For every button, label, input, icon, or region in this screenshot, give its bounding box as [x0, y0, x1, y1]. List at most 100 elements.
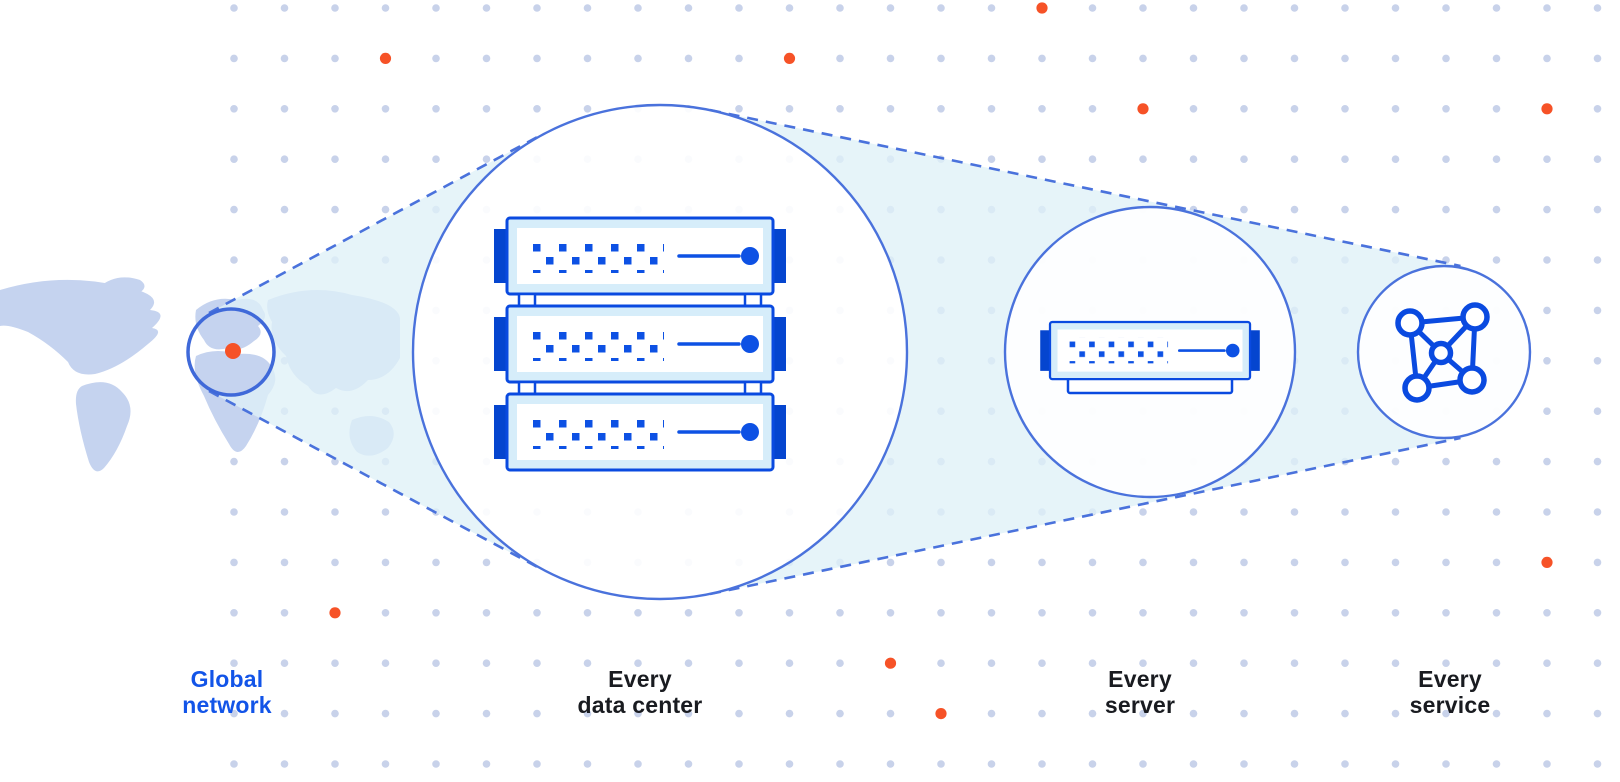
grid-dot	[432, 155, 440, 163]
grid-dot	[1189, 558, 1198, 567]
grid-dot	[1240, 659, 1248, 667]
grid-dot	[1189, 659, 1198, 667]
grid-dot	[1543, 457, 1551, 466]
grid-dot	[1593, 609, 1602, 617]
grid-dot	[432, 4, 440, 12]
grid-dot	[1088, 4, 1097, 12]
server-rack	[492, 216, 788, 472]
grid-dot	[432, 609, 440, 617]
grid-dot	[381, 155, 390, 163]
grid-dot	[1290, 609, 1299, 617]
grid-dot	[1189, 54, 1198, 63]
grid-dot	[684, 609, 693, 617]
grid-dot	[280, 105, 289, 113]
grid-dot	[1038, 709, 1046, 718]
grid-dot	[1290, 709, 1299, 718]
zoom-tangent-line-bottom-right	[709, 436, 1461, 596]
grid-dot	[1492, 105, 1501, 113]
grid-dot	[1593, 54, 1602, 63]
grid-dot	[886, 558, 895, 567]
grid-dot	[1038, 105, 1046, 113]
grid-dot	[735, 709, 743, 718]
grid-dot	[1088, 558, 1097, 567]
grid-dot	[886, 609, 895, 617]
grid-dot	[482, 709, 491, 718]
grid-dot	[1442, 609, 1450, 617]
grid-dot	[1240, 155, 1248, 163]
label-line: Every	[1418, 666, 1482, 692]
grid-dot	[583, 609, 592, 617]
grid-dot	[583, 54, 592, 63]
grid-dot	[987, 4, 996, 12]
grid-dot	[331, 105, 339, 113]
grid-dot	[1442, 508, 1450, 516]
grid-dot	[684, 709, 693, 718]
grid-dot	[1038, 558, 1046, 567]
accent-orange-dot	[1541, 556, 1553, 569]
grid-dot	[735, 609, 743, 617]
grid-dot	[1290, 4, 1299, 12]
grid-dot	[1593, 256, 1602, 264]
grid-dot	[280, 256, 289, 264]
accent-orange-dot	[783, 52, 796, 64]
grid-dot	[785, 4, 794, 12]
grid-dot	[1391, 709, 1400, 718]
grid-dot	[634, 4, 642, 12]
grid-dot	[482, 105, 491, 113]
zoom-cone-left	[209, 134, 543, 570]
grid-dot	[1240, 54, 1248, 63]
accent-orange-dot	[1137, 103, 1149, 115]
grid-dot	[482, 760, 491, 768]
grid-dot	[886, 54, 895, 63]
grid-dot	[1391, 659, 1400, 667]
grid-dot	[1139, 760, 1147, 768]
grid-dot	[1088, 760, 1097, 768]
grid-dot	[1492, 709, 1501, 718]
grid-dot	[230, 508, 238, 516]
grid-dot	[1240, 609, 1248, 617]
accent-orange-dot	[1036, 2, 1048, 14]
grid-dot	[381, 760, 390, 768]
grid-dot	[1189, 709, 1198, 718]
grid-dot	[533, 760, 541, 768]
grid-dot	[1442, 54, 1450, 63]
grid-dot	[331, 508, 339, 516]
grid-dot	[1341, 659, 1349, 667]
grid-dot	[1038, 609, 1046, 617]
grid-dot	[785, 609, 794, 617]
grid-dot	[1240, 709, 1248, 718]
grid-dot	[1442, 760, 1450, 768]
grid-dot	[735, 659, 743, 667]
grid-dot	[280, 760, 289, 768]
grid-dot	[1341, 4, 1349, 12]
grid-dot	[331, 558, 339, 567]
grid-dot	[1593, 659, 1602, 667]
grid-dot	[937, 659, 945, 667]
grid-dot	[1391, 4, 1400, 12]
grid-dot	[230, 760, 238, 768]
grid-dot	[886, 105, 895, 113]
zoom-tangent-line-top-left	[208, 132, 544, 315]
grid-dot	[836, 54, 844, 63]
continent-north-america	[0, 279, 161, 375]
grid-dot	[482, 54, 491, 63]
grid-dot	[583, 659, 592, 667]
grid-dot	[1593, 508, 1602, 516]
grid-dot	[735, 54, 743, 63]
grid-dot	[1038, 760, 1046, 768]
grid-dot	[735, 760, 743, 768]
grid-dot	[1189, 4, 1198, 12]
grid-dot	[381, 659, 390, 667]
grid-dot	[1139, 659, 1147, 667]
grid-dot	[1492, 609, 1501, 617]
grid-dot	[432, 105, 440, 113]
grid-dot	[381, 609, 390, 617]
grid-dot	[836, 609, 844, 617]
grid-dot	[634, 760, 642, 768]
grid-dot	[1543, 508, 1551, 516]
map-region-circle	[186, 307, 276, 397]
grid-dot	[1240, 558, 1248, 567]
grid-dot	[1290, 105, 1299, 113]
grid-dot	[1543, 407, 1551, 416]
